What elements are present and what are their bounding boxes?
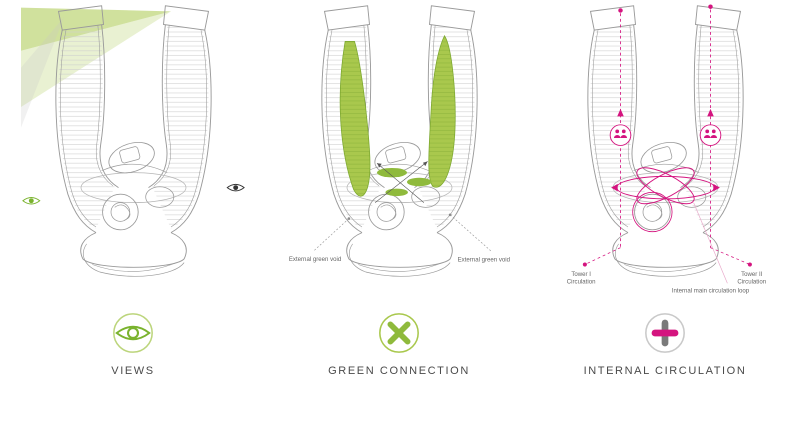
- plus-icon: [645, 313, 685, 353]
- eye-icon: [113, 313, 153, 353]
- green-connection-sketch: External green void External green void: [288, 5, 510, 277]
- people-badge-right: [699, 124, 721, 146]
- label-external-green-void-left: External green void: [288, 256, 340, 263]
- x-icon: [379, 313, 419, 353]
- label-tower-ii-circulation: Circulation: [737, 278, 766, 285]
- label-tower-i: Tower I: [571, 271, 591, 278]
- panel-internal-circulation: Tower I Circulation Tower II Circulation…: [532, 0, 798, 426]
- eye-right-icon: [225, 183, 245, 192]
- panel-views: VIEWS: [0, 0, 266, 426]
- caption-green-connection: GREEN CONNECTION: [328, 365, 470, 377]
- caption-internal-circulation: INTERNAL CIRCULATION: [583, 365, 747, 377]
- panel-green-connection: External green void External green void …: [266, 0, 532, 426]
- label-internal-main-loop: Internal main circulation loop: [671, 288, 749, 295]
- caption-views: VIEWS: [111, 365, 155, 377]
- green-voids: [339, 35, 456, 197]
- internal-circulation-sketch: Tower I Circulation Tower II Circulation…: [566, 4, 766, 295]
- green-void-leaders: External green void External green void: [288, 213, 510, 264]
- people-badge-left: [609, 124, 631, 146]
- label-tower-ii: Tower II: [741, 271, 763, 278]
- connection-arrows: [374, 161, 428, 203]
- circulation-leaders: Tower I Circulation Tower II Circulation…: [566, 202, 766, 295]
- label-external-green-void-right: External green void: [457, 257, 509, 264]
- eye-left-icon: [21, 197, 41, 205]
- label-tower-i-circulation: Circulation: [566, 278, 595, 285]
- views-sketch: [20, 5, 245, 277]
